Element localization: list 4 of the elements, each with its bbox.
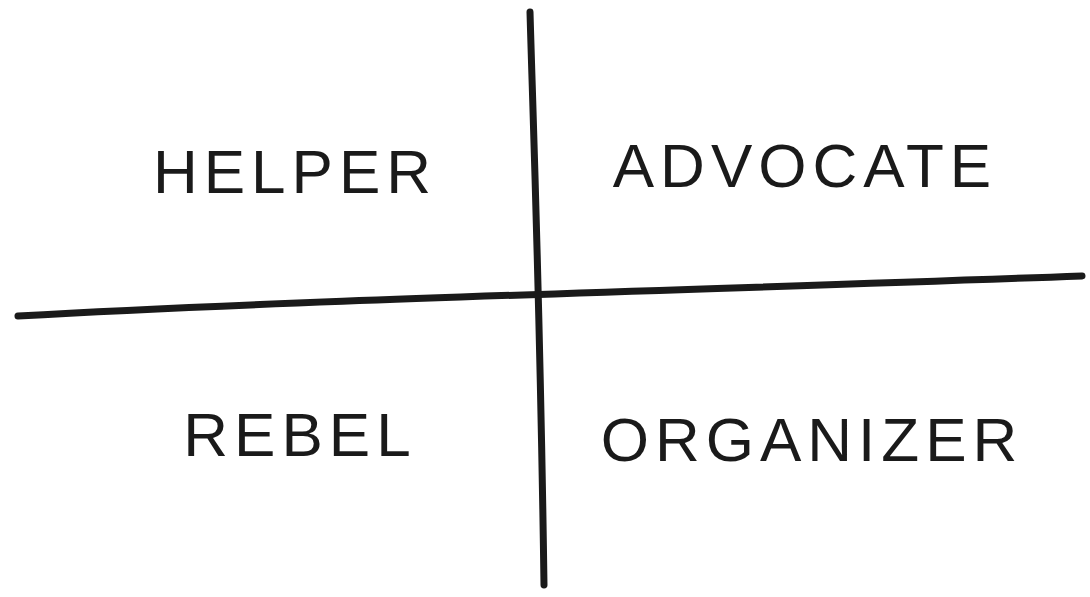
quadrant-label: ORGANIZER (600, 409, 1024, 471)
quadrant-label: HELPER (152, 141, 438, 203)
quadrant-label: ADVOCATE (612, 135, 998, 197)
quadrant-label: REBEL (183, 404, 417, 466)
